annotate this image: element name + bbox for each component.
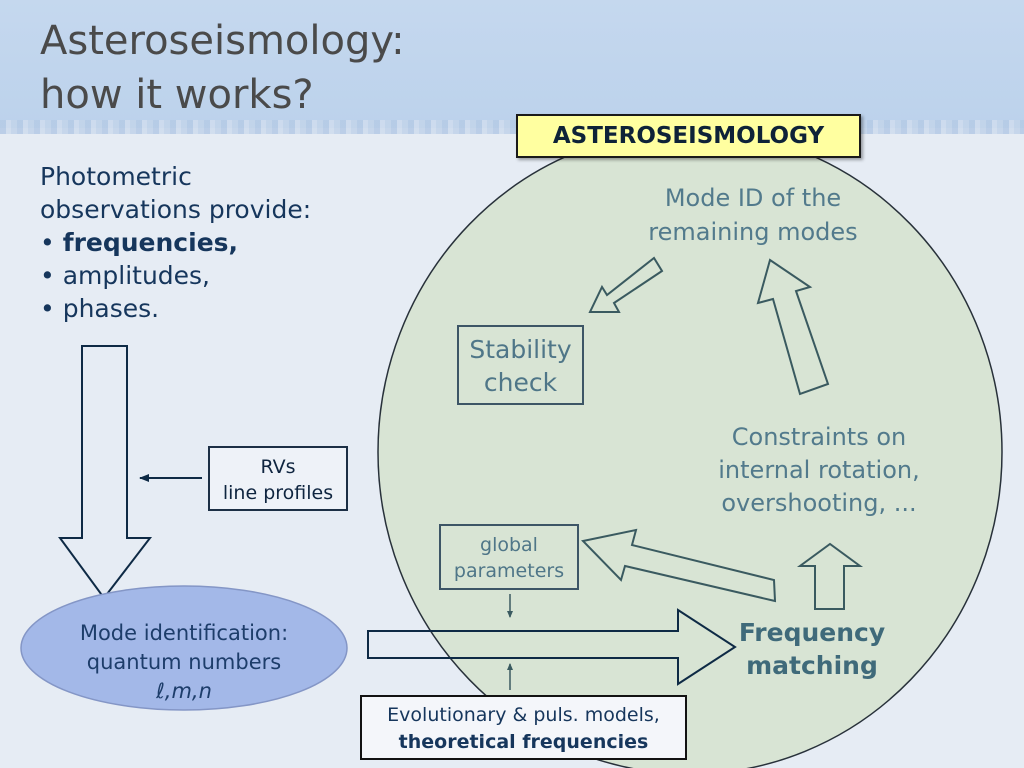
observations-intro-1: Photometric	[40, 162, 192, 191]
frequency-matching-line-2: matching	[746, 651, 878, 680]
constraints-label: Constraints on internal rotation, oversh…	[688, 421, 950, 520]
bullet: •	[40, 228, 55, 257]
rvs-line-2: line profiles	[222, 482, 334, 504]
constraints-line-3: overshooting, ...	[721, 489, 917, 517]
title-line-2: how it works?	[40, 72, 314, 118]
observation-item-phases: • phases.	[40, 292, 311, 325]
mode-id-remaining-label: Mode ID of the remaining modes	[618, 181, 888, 249]
bullet: •	[40, 261, 55, 290]
arrow-to-mode-id	[756, 258, 830, 396]
frequency-matching-label: Frequency matching	[722, 616, 902, 682]
title-line-1: Asteroseismology:	[40, 18, 405, 64]
constraints-line-2: internal rotation,	[718, 456, 920, 484]
item-label: amplitudes,	[62, 261, 211, 290]
models-line-2: theoretical frequencies	[398, 731, 649, 753]
observations-intro-2: observations provide:	[40, 195, 312, 224]
asteroseismology-badge: ASTEROSEISMOLOGY	[516, 114, 861, 158]
mode-identification-line-2: quantum numbers ℓ,m,n	[22, 648, 346, 706]
global-line-1: global	[480, 534, 538, 556]
stability-line-1: Stability	[469, 335, 572, 364]
bullet: •	[40, 294, 55, 323]
mode-id-line-1: Mode ID of the	[664, 184, 842, 212]
global-line-2: parameters	[453, 560, 565, 582]
global-parameters-box: global parameters	[439, 524, 579, 590]
arrow-to-global-parameters	[581, 528, 777, 603]
item-label: frequencies,	[62, 228, 239, 257]
stability-check-box: Stability check	[457, 325, 584, 405]
constraints-line-1: Constraints on	[731, 423, 907, 451]
header-band	[0, 0, 1024, 128]
rvs-line-profiles-box: RVs line profiles	[208, 446, 348, 511]
observation-item-amplitudes: • amplitudes,	[40, 259, 311, 292]
up-arrow-constraints	[796, 542, 864, 610]
models-line-1: Evolutionary & puls. models,	[387, 704, 660, 726]
mode-id-line-2: remaining modes	[648, 218, 858, 246]
models-box: Evolutionary & puls. models, theoretical…	[360, 695, 687, 760]
mode-identification-ellipse	[20, 585, 348, 711]
slide-title: Asteroseismology: how it works?	[40, 14, 405, 122]
mode-identification-label: Mode identification: quantum numbers ℓ,m…	[22, 619, 346, 706]
observation-item-frequencies: • frequencies,	[40, 226, 311, 259]
right-arrow	[367, 608, 737, 686]
observations-text: Photometric observations provide: • freq…	[40, 160, 311, 325]
quantum-numbers-prefix: quantum numbers	[86, 650, 282, 674]
down-arrow	[58, 345, 153, 600]
frequency-matching-line-1: Frequency	[738, 618, 886, 647]
arrow-to-stability	[588, 256, 664, 313]
stability-line-2: check	[483, 368, 558, 397]
quantum-numbers-symbols: ℓ,m,n	[156, 679, 212, 703]
rvs-line-1: RVs	[260, 456, 296, 478]
mode-identification-line-1: Mode identification:	[79, 621, 289, 645]
item-label: phases.	[62, 294, 160, 323]
